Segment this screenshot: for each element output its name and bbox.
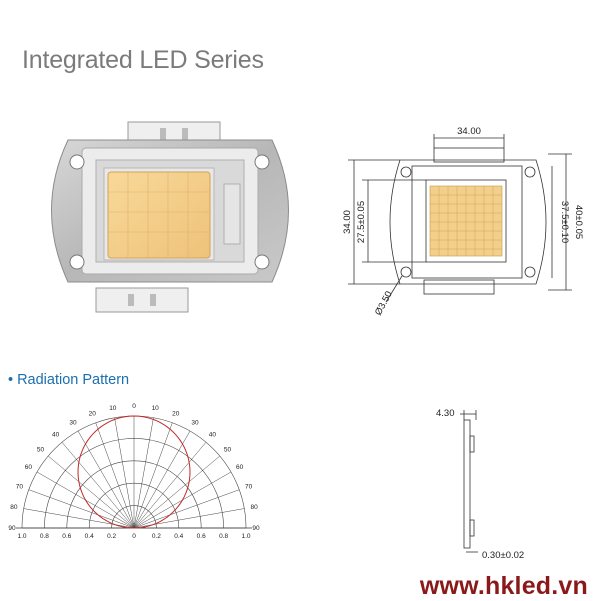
polar-angle-label: 40 [52, 432, 60, 439]
polar-spoke [133, 430, 191, 529]
polar-angle-label: 50 [224, 447, 232, 454]
watermark: www.hkled.vn [419, 572, 588, 600]
polar-radius-label: 0.2 [107, 533, 116, 540]
drawing-led-grid [429, 185, 503, 257]
dim-top-width: 34.00 [457, 126, 481, 137]
mount-hole [69, 154, 85, 170]
bottom-tab [95, 287, 189, 313]
polar-radius-label: 0.4 [85, 533, 94, 540]
polar-radius-label: 0 [132, 533, 136, 540]
dim-thickness: 4.30 [436, 408, 455, 419]
dim-outer-right: 40±0.05 [573, 205, 584, 239]
polar-angle-label: 80 [10, 504, 18, 511]
polar-angle-label: 70 [16, 483, 24, 490]
polar-angle-label: 20 [89, 410, 97, 417]
polar-radius-label: 0.4 [174, 533, 183, 540]
polar-radius-label: 0.8 [219, 533, 228, 540]
polar-angle-label: 80 [251, 504, 259, 511]
polar-spoke [77, 430, 135, 529]
dim-plate: 0.30±0.02 [482, 550, 524, 561]
polar-angle-label: 20 [172, 410, 180, 417]
mount-hole [69, 254, 85, 270]
dim-inner-height: 27.5±0.05 [356, 201, 367, 243]
polar-spoke [61, 442, 135, 529]
polar-radius-label: 0.6 [197, 533, 206, 540]
dim-hole: Ø3.50 [373, 289, 395, 317]
polar-angle-label: 10 [152, 405, 160, 412]
polar-angle-label: 50 [37, 447, 45, 454]
radiation-curve [77, 415, 191, 529]
polar-spoke [133, 455, 220, 529]
polar-angle-label: 0 [132, 403, 136, 410]
bullet-icon: • [8, 372, 14, 388]
section-title-text: Radiation Pattern [17, 372, 130, 388]
polar-angle-label: 10 [109, 405, 117, 412]
led-chip [107, 171, 211, 259]
side-view [460, 410, 478, 553]
polar-angle-label: 60 [236, 464, 244, 471]
polar-angle-label: 30 [191, 419, 199, 426]
polar-spoke [133, 442, 207, 529]
polar-radius-label: 1.0 [241, 533, 250, 540]
polar-spoke [133, 489, 240, 529]
polar-spoke [28, 489, 135, 529]
polar-radius-label: 1.0 [17, 533, 26, 540]
polar-spoke [133, 422, 173, 529]
polar-angle-label: 70 [245, 483, 253, 490]
polar-radius-label: 0.2 [152, 533, 161, 540]
section-title: •Radiation Pattern [8, 372, 129, 388]
led-photo [51, 121, 289, 313]
polar-angle-label: 30 [69, 419, 77, 426]
mount-hole [254, 154, 270, 170]
dim-inner-right: 37.5±0.10 [559, 201, 570, 243]
polar-spoke [133, 417, 154, 529]
polar-angle-label: 40 [209, 432, 217, 439]
dim-left-height: 34.00 [342, 210, 353, 234]
polar-radius-label: 0.8 [40, 533, 49, 540]
page-title: Integrated LED Series [22, 46, 264, 74]
polar-radius-label: 0.6 [62, 533, 71, 540]
polar-angle-label: 90 [8, 525, 16, 532]
polar-spoke [95, 422, 135, 529]
polar-spoke [48, 455, 135, 529]
mount-hole [254, 254, 270, 270]
polar-angle-label: 90 [252, 525, 260, 532]
polar-angle-label: 60 [25, 464, 33, 471]
technical-drawing [348, 134, 572, 303]
polar-spoke [114, 417, 135, 529]
